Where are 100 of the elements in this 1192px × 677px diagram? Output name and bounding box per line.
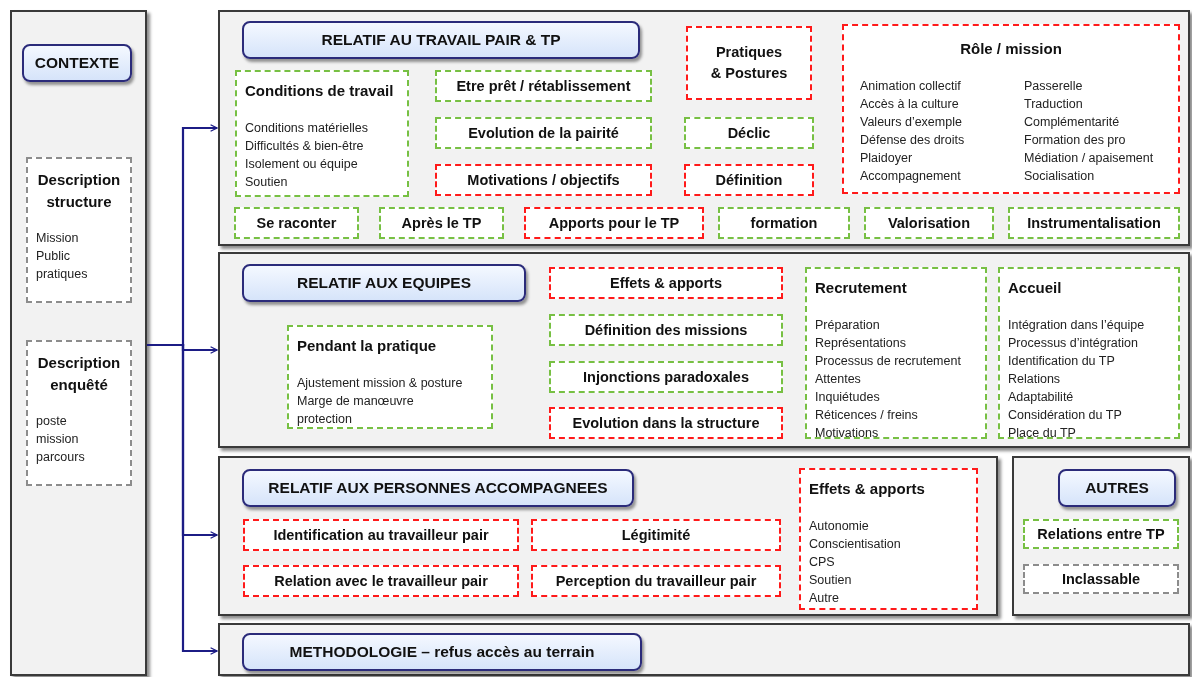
box-item: Soutien <box>245 173 289 191</box>
category-label: Evolution dans la structure <box>572 413 760 433</box>
category-label: Identification au travailleur pair <box>273 525 489 545</box>
box-heading: Recrutement <box>815 278 908 298</box>
box-item: Conscientisation <box>809 535 902 553</box>
box-item: Conditions matérielles <box>245 119 369 137</box>
section-header: RELATIF AU TRAVAIL PAIR & TP <box>242 21 640 59</box>
box-item: Adaptabilité <box>1008 388 1075 406</box>
category-label: Relation avec le travailleur pair <box>274 571 488 591</box>
box-item: Traduction <box>1024 95 1084 113</box>
category-label: Apports pour le TP <box>548 213 680 233</box>
category-box <box>998 267 1180 439</box>
box-heading: Effets & apports <box>809 479 926 499</box>
category-panel <box>218 252 1190 448</box>
category-panel <box>218 456 998 616</box>
category-box <box>1008 207 1180 239</box>
box-item: Soutien <box>809 571 853 589</box>
category-box <box>549 267 783 299</box>
category-panel <box>218 623 1190 676</box>
box-item: Considération du TP <box>1008 406 1123 424</box>
box-item: Autonomie <box>809 517 870 535</box>
box-item: Processus de recrutement <box>815 352 962 370</box>
category-box <box>684 164 814 196</box>
category-box <box>1023 564 1179 594</box>
category-label: Evolution de la pairité <box>468 123 619 143</box>
category-label: Se raconter <box>256 213 337 233</box>
box-item: Passerelle <box>1024 77 1084 95</box>
category-box <box>549 314 783 346</box>
box-item: Accompagnement <box>860 167 962 185</box>
box-item: Intégration dans l’équipe <box>1008 316 1146 334</box>
category-box <box>799 468 978 610</box>
category-panel <box>218 10 1190 246</box>
box-item: Défense des droits <box>860 131 966 149</box>
box-item: CPS <box>809 553 836 571</box>
box-item: pratiques <box>36 266 89 283</box>
box-item: Relations <box>1008 370 1062 388</box>
box-item: Formation des pro <box>1024 131 1127 149</box>
box-item: Complémentarité <box>1024 113 1121 131</box>
category-panel <box>1012 456 1190 616</box>
category-box <box>864 207 994 239</box>
category-label: Effets & apports <box>610 273 722 293</box>
box-item: Plaidoyer <box>860 149 914 167</box>
category-box <box>379 207 504 239</box>
category-box <box>234 207 359 239</box>
category-label: Définition des missions <box>584 320 748 340</box>
section-header: CONTEXTE <box>22 44 132 82</box>
category-label: formation <box>750 213 818 233</box>
box-heading: Description enquêté <box>36 353 122 395</box>
box-item: Réticences / freins <box>815 406 919 424</box>
category-box <box>531 565 781 597</box>
box-item: Difficultés & bien-être <box>245 137 365 155</box>
box-item: Médiation / apaisement <box>1024 149 1154 167</box>
box-item: Représentations <box>815 334 908 352</box>
box-item: Animation collectif <box>860 77 962 95</box>
category-box <box>549 407 783 439</box>
section-header: AUTRES <box>1058 469 1176 507</box>
category-label: Définition <box>715 170 783 190</box>
box-heading: Accueil <box>1008 278 1063 298</box>
category-label: Relations entre TP <box>1037 524 1165 544</box>
category-box <box>718 207 850 239</box>
arrow <box>147 343 218 655</box>
box-item: Mission <box>36 230 80 247</box>
category-label: Instrumentalisation <box>1027 213 1161 233</box>
category-box <box>1023 519 1179 549</box>
category-label: Motivations / objectifs <box>467 170 620 190</box>
section-header: METHODOLOGIE – refus accès au terrain <box>242 633 642 671</box>
category-box <box>243 519 519 551</box>
category-box <box>243 565 519 597</box>
box-item: Socialisation <box>1024 167 1096 185</box>
box-item: Inquiétudes <box>815 388 881 406</box>
box-item: Motivations <box>815 424 880 442</box>
category-box <box>805 267 987 439</box>
box-item: Place du TP <box>1008 424 1077 442</box>
category-label: Perception du travailleur pair <box>555 571 757 591</box>
category-label: Injonctions paradoxales <box>583 367 749 387</box>
box-item: Identification du TP <box>1008 352 1116 370</box>
box-item: Marge de manœuvre <box>297 392 415 410</box>
category-box <box>549 361 783 393</box>
category-box <box>842 24 1180 194</box>
section-header: RELATIF AUX EQUIPES <box>242 264 526 302</box>
category-label: Pratiques & Postures <box>710 43 788 83</box>
box-item: poste <box>36 413 68 430</box>
category-box <box>26 157 132 303</box>
category-label: Déclic <box>727 123 771 143</box>
box-item: parcours <box>36 449 86 466</box>
box-item: Valeurs d’exemple <box>860 113 963 131</box>
category-label: Valorisation <box>887 213 971 233</box>
box-item: Autre <box>809 589 840 607</box>
category-box <box>435 164 652 196</box>
box-item: mission <box>36 431 80 448</box>
category-box <box>524 207 704 239</box>
box-item: Préparation <box>815 316 881 334</box>
box-item: protection <box>297 410 353 428</box>
box-item: Attentes <box>815 370 862 388</box>
category-box <box>235 70 409 197</box>
category-label: Inclassable <box>1061 569 1141 589</box>
category-box <box>686 26 812 100</box>
section-header: RELATIF AUX PERSONNES ACCOMPAGNEES <box>242 469 634 507</box>
category-panel <box>10 10 147 676</box>
category-box <box>26 340 132 486</box>
